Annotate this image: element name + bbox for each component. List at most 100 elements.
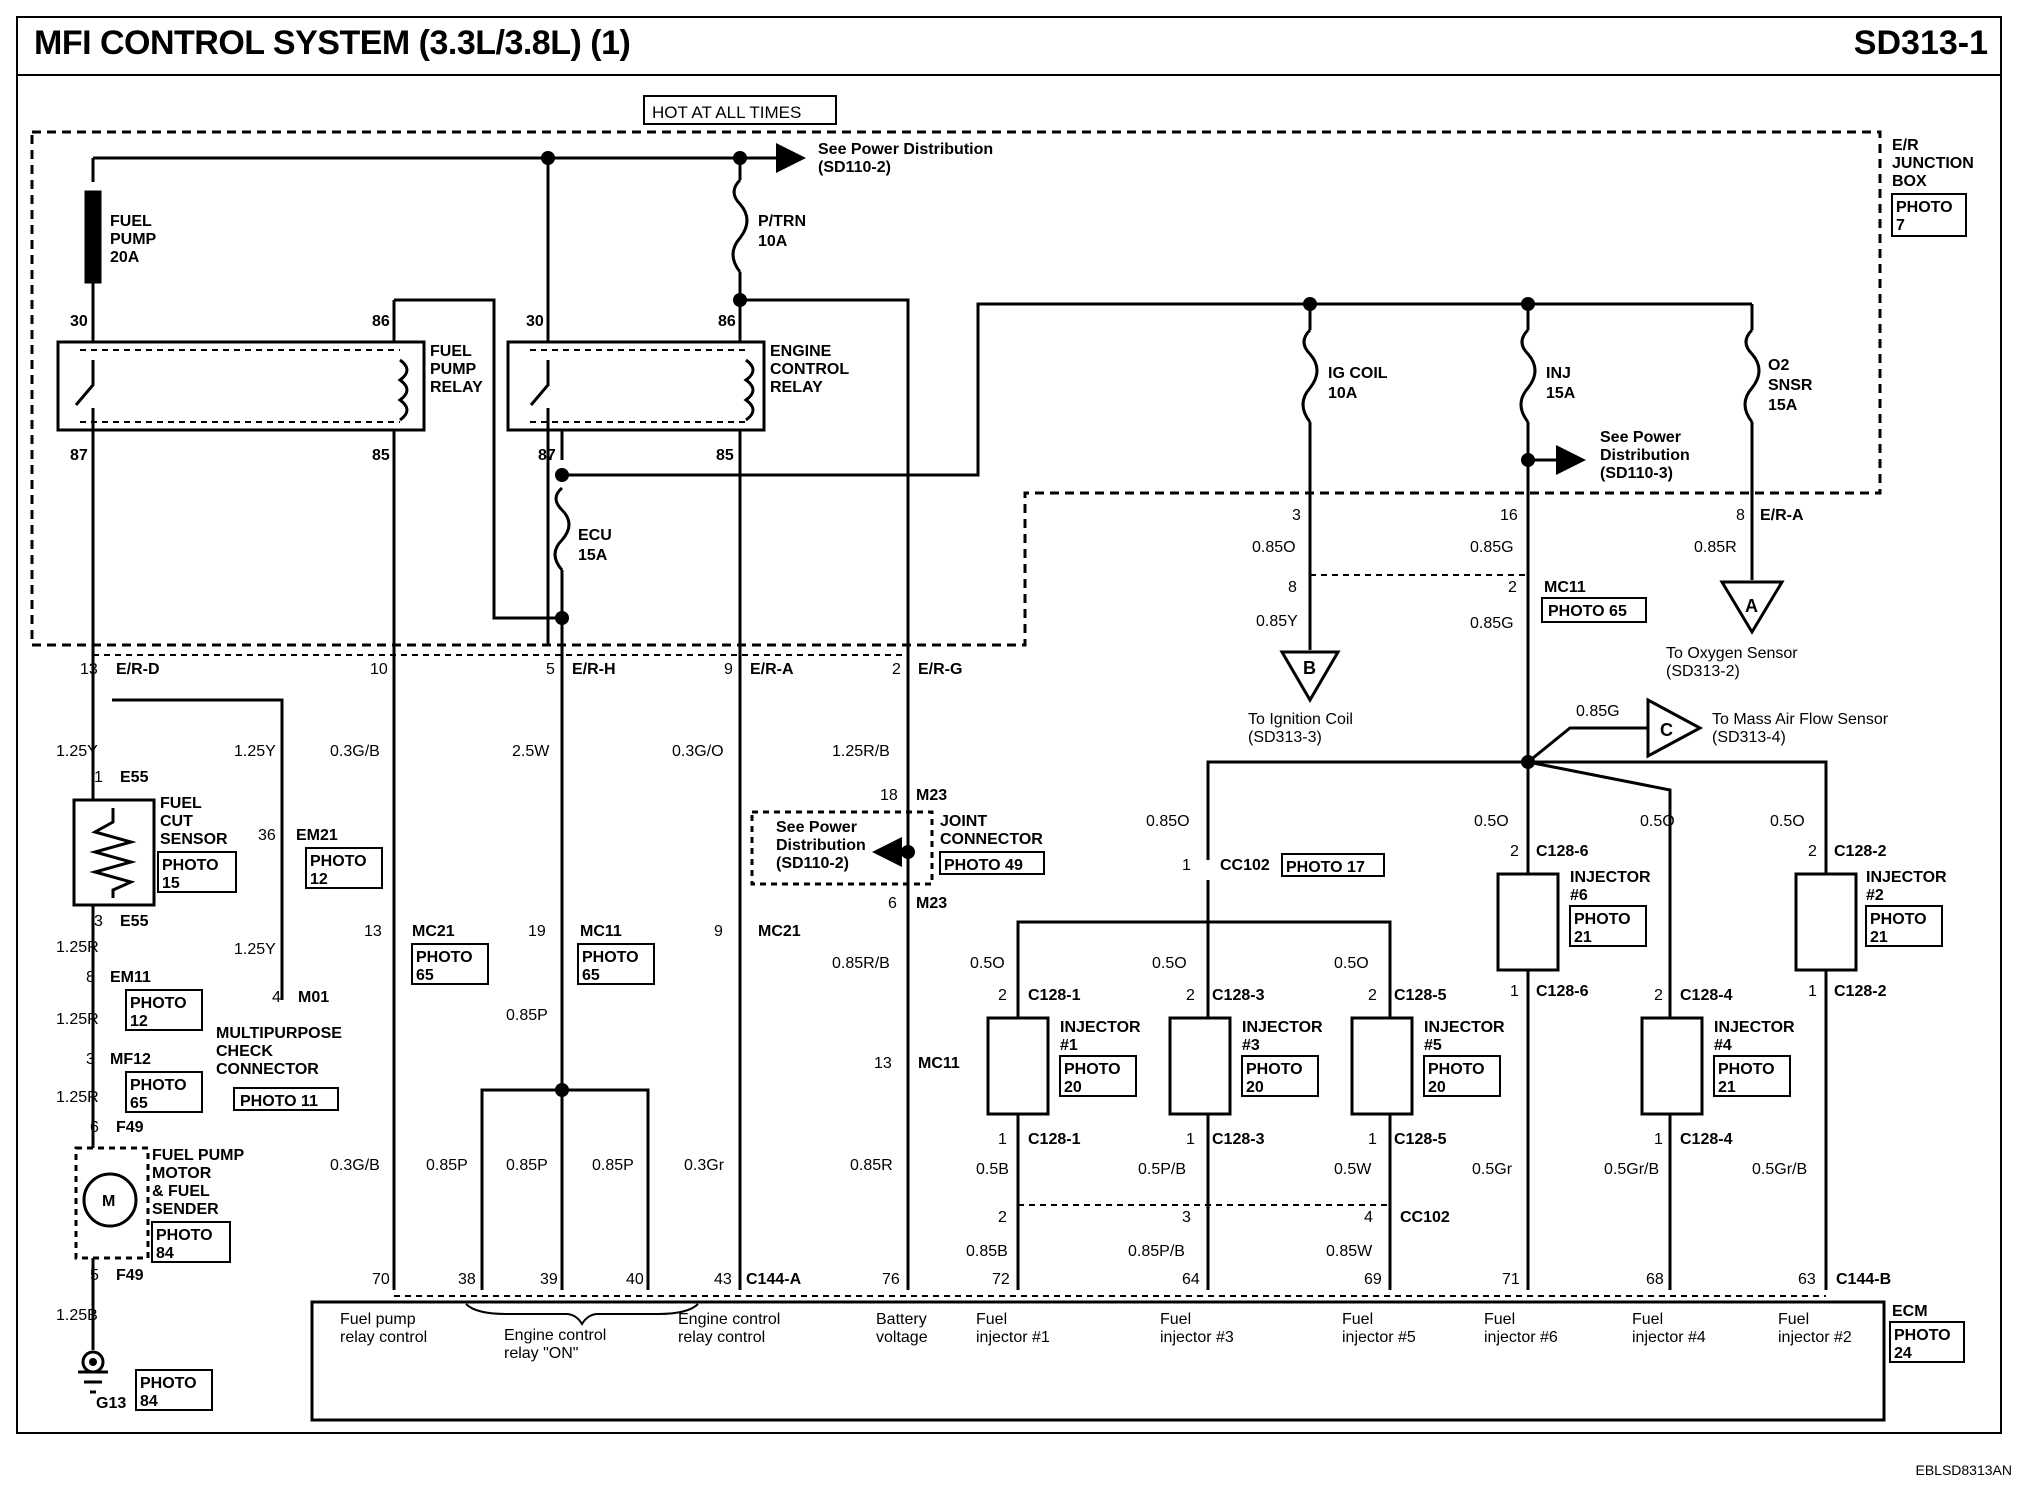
fuse-ig-amp: 10A	[1328, 385, 1358, 402]
ecm-l5b: injector #1	[976, 1329, 1050, 1346]
m23-top: M23	[916, 787, 947, 804]
fcs-label: FUEL	[160, 795, 202, 812]
fuel-pump-motor	[74, 1146, 150, 1260]
pin-a16: 16	[1500, 507, 1518, 524]
ecm-pin-76: 76	[882, 1271, 900, 1288]
mc11-photo-num: 65	[582, 967, 600, 984]
fpm-label3: & FUEL	[152, 1183, 210, 1200]
pin-4: 4	[272, 989, 281, 1006]
c144-a: C144-A	[746, 1271, 802, 1288]
to-oxygen-code: (SD313-2)	[1666, 663, 1740, 680]
pin-3-mf12: 3	[86, 1051, 95, 1068]
ecm-l9: Fuel	[1632, 1311, 1663, 1328]
fuse-ecu	[553, 486, 571, 571]
mpc-label3: CONNECTOR	[216, 1061, 319, 1078]
pin-3-cc102: 3	[1182, 1209, 1191, 1226]
wire-085rb: 0.85R/B	[832, 955, 890, 972]
pin-19: 19	[528, 923, 546, 940]
pin-5: 5	[546, 661, 555, 678]
injector-5	[1350, 1016, 1414, 1116]
pin-m2: 2	[1508, 579, 1517, 596]
page-code: SD313-1	[1853, 24, 1988, 62]
pin-13-mc21: 13	[364, 923, 382, 940]
inj3-photo: PHOTO	[1246, 1061, 1303, 1078]
fpm-photo-num: 84	[156, 1245, 174, 1262]
ecm-pin-69: 69	[1364, 1271, 1382, 1288]
mc11-top: MC11	[1544, 579, 1586, 596]
inj3-label: INJECTOR	[1242, 1019, 1323, 1036]
fcs-label2: CUT	[160, 813, 193, 830]
er-a: E/R-A	[750, 661, 794, 678]
pin-18: 18	[880, 787, 898, 804]
pin-87b: 87	[538, 447, 556, 464]
ecm-l10: Fuel	[1778, 1311, 1809, 1328]
wire-085r-2: 0.85R	[850, 1157, 893, 1174]
er-box-label2: JUNCTION	[1892, 155, 1974, 172]
pin-85b: 85	[716, 447, 734, 464]
see-pd-code: (SD110-2)	[818, 159, 891, 176]
wire-125b: 1.25B	[56, 1307, 98, 1324]
ecm-l6b: injector #3	[1160, 1329, 1234, 1346]
joint-connector	[750, 810, 934, 886]
ecm-l6: Fuel	[1160, 1311, 1191, 1328]
c128-6-top: C128-6	[1536, 843, 1589, 860]
ecm-pin-68: 68	[1646, 1271, 1664, 1288]
fuse-inj	[1519, 328, 1537, 423]
pin-1-c1283: 1	[1186, 1131, 1195, 1148]
wire-085r: 0.85R	[1694, 539, 1737, 556]
ecm-l2: Engine control	[504, 1327, 606, 1344]
ecm-pin-38: 38	[458, 1271, 476, 1288]
ecm-l8b: injector #6	[1484, 1329, 1558, 1346]
ecm-l10b: injector #2	[1778, 1329, 1852, 1346]
fuse-o2-label2: SNSR	[1768, 377, 1813, 394]
ground-g13	[78, 1370, 108, 1394]
to-maf-code: (SD313-4)	[1712, 729, 1786, 746]
pin-36: 36	[258, 827, 276, 844]
wire-085y: 0.85Y	[1256, 613, 1298, 630]
c128-2-bot: C128-2	[1834, 983, 1887, 1000]
ecm-l8: Fuel	[1484, 1311, 1515, 1328]
pin-2-c1281: 2	[998, 987, 1007, 1004]
pin-4-cc102: 4	[1364, 1209, 1373, 1226]
pin-30b: 30	[526, 313, 544, 330]
wire-05grb-b: 0.5Gr/B	[1752, 1161, 1807, 1178]
diagram-frame	[16, 16, 2002, 1434]
wire-05o-f: 0.5O	[1334, 955, 1369, 972]
inj1-label: INJECTOR	[1060, 1019, 1141, 1036]
wire-05grb-a: 0.5Gr/B	[1604, 1161, 1659, 1178]
jc-see: See Power	[776, 819, 857, 836]
mf12-photo-num: 65	[130, 1095, 148, 1112]
g13-photo-num: 84	[140, 1393, 158, 1410]
pin-13-mc11: 13	[874, 1055, 892, 1072]
inj4-photo-num: 21	[1718, 1079, 1736, 1096]
inj1-photo: PHOTO	[1064, 1061, 1121, 1078]
pin-3-e55: 3	[94, 913, 103, 930]
pin-2-c1284: 2	[1654, 987, 1663, 1004]
m23-bot: M23	[916, 895, 947, 912]
fuse-ptrn-label: P/TRN	[758, 213, 806, 230]
pin-85a: 85	[372, 447, 390, 464]
wire-125y-c: 1.25Y	[234, 941, 276, 958]
pin-2-c1282: 2	[1808, 843, 1817, 860]
c128-3-bot: C128-3	[1212, 1131, 1265, 1148]
c128-5-bot: C128-5	[1394, 1131, 1447, 1148]
fuse-o2-amp: 15A	[1768, 397, 1798, 414]
mc21-a: MC21	[412, 923, 455, 940]
ecr-label3: RELAY	[770, 379, 823, 396]
pin-13: 13	[80, 661, 98, 678]
fcs-photo: PHOTO	[162, 857, 219, 874]
cc102-bot: CC102	[1400, 1209, 1450, 1226]
c128-5-top: C128-5	[1394, 987, 1447, 1004]
c128-4-bot: C128-4	[1680, 1131, 1733, 1148]
inj5-label: INJECTOR	[1424, 1019, 1505, 1036]
em21-photo-num: 12	[310, 871, 328, 888]
fuse-ecu-label: ECU	[578, 527, 612, 544]
fuse-fp-label2: PUMP	[110, 231, 157, 248]
wire-125rb: 1.25R/B	[832, 743, 890, 760]
ecm-pin-70: 70	[372, 1271, 390, 1288]
offpage-A	[1719, 580, 1785, 635]
fuse-o2-label: O2	[1768, 357, 1789, 374]
ecm-l4: Battery	[876, 1311, 927, 1328]
mpc-label: MULTIPURPOSE	[216, 1025, 342, 1042]
motor-m: M	[102, 1193, 115, 1210]
